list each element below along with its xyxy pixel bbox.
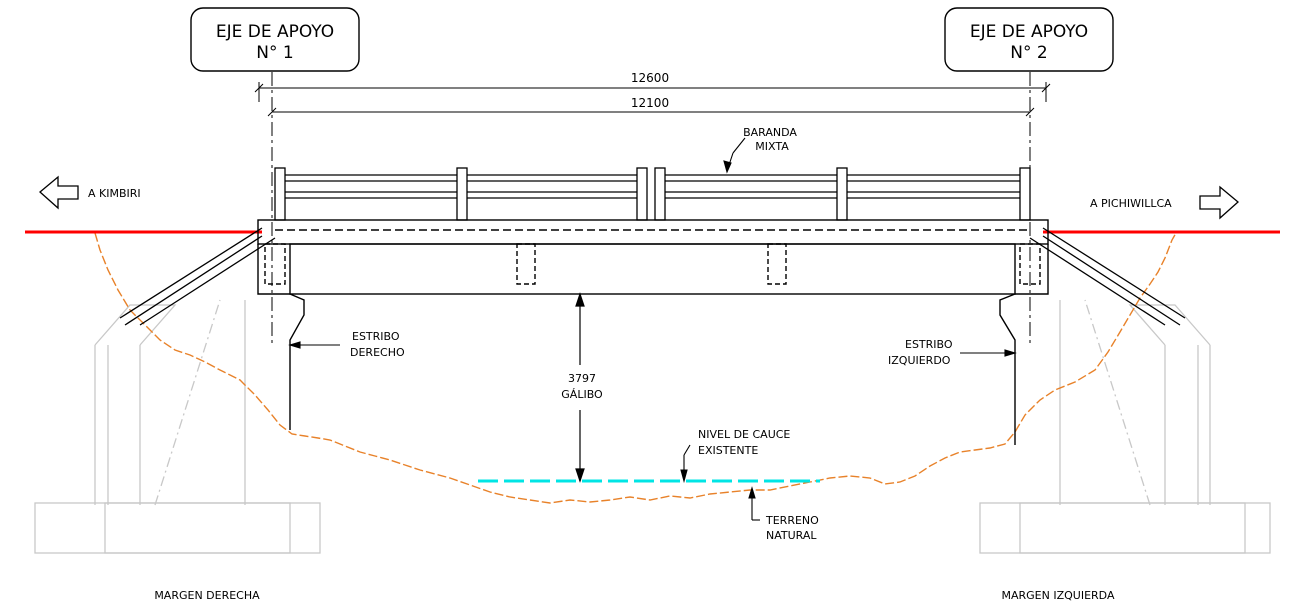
abutment-right-label-2: DERECHO	[350, 346, 405, 359]
arrow-right-icon	[1199, 185, 1239, 220]
direction-right-label: A PICHIWILLCA	[1090, 197, 1172, 210]
ground-label-1: TERRENO	[765, 514, 819, 527]
clearance-dimension	[575, 292, 585, 483]
railing-label-1: BARANDA	[743, 126, 797, 139]
abutment-left-label-2: IZQUIERDO	[888, 354, 951, 367]
bank-right-label: MARGEN DERECHA	[154, 589, 260, 602]
ghost-structures	[34, 299, 1271, 554]
support-box-2	[944, 7, 1114, 72]
water-label-2: EXISTENTE	[698, 444, 758, 457]
leaders	[288, 137, 1017, 521]
bank-left-label: MARGEN IZQUIERDA	[1002, 589, 1115, 602]
support-2-line2: N° 2	[1010, 43, 1047, 63]
abutment-right-label-1: ESTRIBO	[352, 330, 400, 343]
abutment-left-label-1: ESTRIBO	[905, 338, 953, 351]
railing	[274, 167, 1031, 221]
approach-slabs	[119, 227, 1186, 326]
ground-label-2: NATURAL	[766, 529, 817, 542]
arrow-left-icon	[39, 175, 79, 210]
bridge-structure	[257, 219, 1049, 445]
support-1-line2: N° 1	[256, 43, 293, 63]
support-1-line1: EJE DE APOYO	[216, 22, 334, 42]
support-axes	[271, 72, 1031, 345]
clearance-value: 3797	[568, 372, 596, 385]
dim-span: 12100	[631, 96, 669, 110]
support-2-line1: EJE DE APOYO	[970, 22, 1088, 42]
railing-label-2: MIXTA	[755, 140, 789, 153]
water-label-1: NIVEL DE CAUCE	[698, 428, 790, 441]
support-box-1	[190, 7, 360, 72]
dimension-lines	[254, 82, 1051, 117]
natural-terrain-line	[94, 232, 1177, 504]
dim-overall: 12600	[631, 71, 669, 85]
clearance-label: GÁLIBO	[561, 388, 603, 401]
direction-left-label: A KIMBIRI	[88, 187, 141, 200]
